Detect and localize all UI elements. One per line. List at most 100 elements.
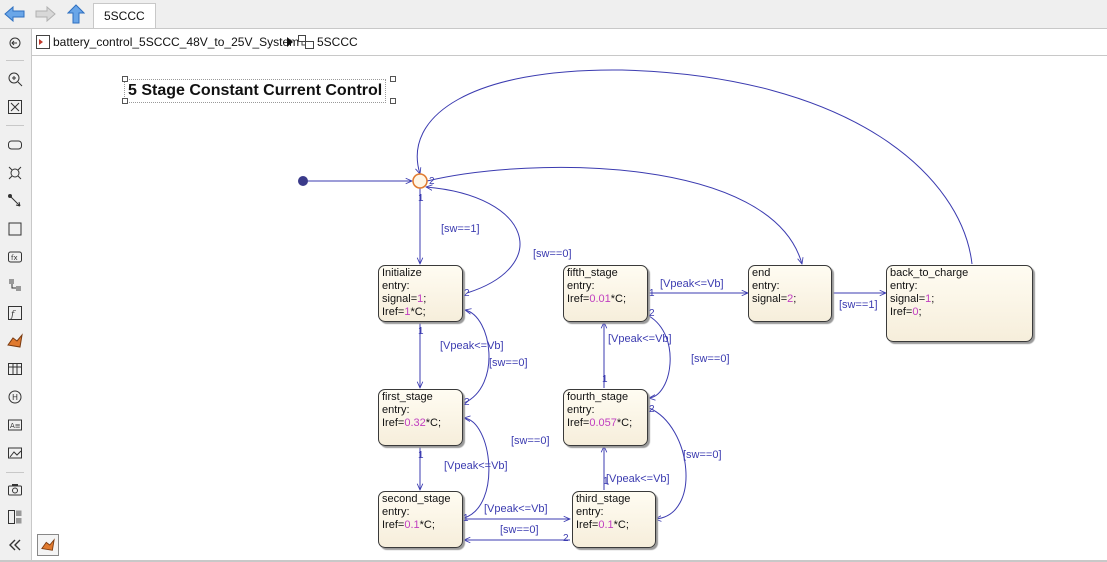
action-value: 0.01 [589,293,611,305]
box-tool-icon[interactable] [5,219,25,239]
top-toolbar: 5SCCC [0,0,1107,29]
svg-text:fx: fx [11,254,18,262]
status-bar [0,560,1107,562]
state-first-stage[interactable]: first_stage entry: Iref=0.32*C; [378,389,463,446]
priority-number: 1 [463,513,469,524]
state-name: back_to_charge [890,267,969,279]
state-entry: entry: [752,280,780,292]
breadcrumb-chart[interactable]: 5SCCC [298,29,358,55]
annotation-icon[interactable]: A≡ [5,415,25,435]
action-text: signal= [890,293,926,305]
transition-label[interactable]: [sw==0] [533,248,572,260]
back-to-junction[interactable] [417,69,973,265]
priority-number: 2 [563,533,569,544]
matlab-icon[interactable] [5,331,25,351]
chart-canvas[interactable]: 5 Stage Constant Current Control Initial… [32,56,1107,560]
action-value: 1 [417,293,424,305]
action-value: 0.32 [404,417,426,429]
action-text: *C; [613,519,629,531]
forward-arrow-icon[interactable] [33,4,57,24]
transition-label[interactable]: [Vpeak<=Vb] [606,473,670,485]
action-text: Iref= [382,306,405,318]
priority-number: 1 [418,193,424,204]
state-name: second_stage [382,493,451,505]
breadcrumb-model[interactable]: battery_control_5SCCC_48V_to_25V_System [36,29,299,55]
transition-label[interactable]: [sw==0] [489,357,528,369]
state-tool-icon[interactable] [5,135,25,155]
zoom-in-icon[interactable] [5,69,25,89]
hide-show-explorer-icon[interactable] [5,33,25,53]
transition-lines [298,69,973,560]
transition-label[interactable]: [sw==0] [511,435,550,447]
model-browser-icon[interactable] [5,507,25,527]
action-text: Iref= [382,519,405,531]
state-third-stage[interactable]: third_stage entry: Iref=0.1*C; [572,491,656,548]
state-back-to-charge[interactable]: back_to_charge entry: signal=1; Iref=0; [886,265,1033,342]
state-name: Initialize [382,267,422,279]
priority-number: 2 [429,176,435,187]
breadcrumb-separator-icon [286,29,294,55]
default-transition-dot[interactable] [298,176,308,186]
state-fourth-stage[interactable]: fourth_stage entry: Iref=0.057*C; [563,389,648,446]
transition-label[interactable]: [sw==0] [683,449,722,461]
action-text: *C; [425,417,442,429]
tab-5sccc[interactable]: 5SCCC [93,3,156,28]
up-arrow-icon[interactable] [64,4,88,24]
matlab-logo-icon[interactable] [37,534,59,556]
breadcrumb-model-label: battery_control_5SCCC_48V_to_25V_System [53,35,300,49]
action-value: 2 [787,293,794,305]
first-to-initialize[interactable] [463,310,490,404]
back-arrow-icon[interactable] [3,4,27,24]
collapse-palette-icon[interactable] [5,535,25,555]
fit-to-view-icon[interactable] [5,97,25,117]
transition-label[interactable]: [Vpeak<=Vb] [660,278,724,290]
priority-number: 2 [649,404,655,415]
action-text: *C; [419,519,435,531]
fifth-to-fourth[interactable] [649,315,671,398]
state-second-stage[interactable]: second_stage entry: Iref=0.1*C; [378,491,463,548]
state-fifth-stage[interactable]: fifth_stage entry: Iref=0.01*C; [563,265,648,322]
transition-label[interactable]: [sw==0] [500,524,539,536]
state-name: end [752,267,771,279]
action-text: *C; [610,293,627,305]
default-transition-icon[interactable] [5,191,25,211]
initialize-to-junction[interactable] [426,187,521,294]
state-initialize[interactable]: Initialize entry: signal=1; Iref=1*C; [378,265,463,322]
simulink-function-icon[interactable]: fx [5,247,25,267]
second-to-first[interactable] [464,418,490,519]
truth-table-icon[interactable] [5,359,25,379]
transition-label[interactable]: [sw==1] [441,223,480,235]
state-entry: entry: [576,506,604,518]
svg-text:f: f [10,310,16,320]
transition-label[interactable]: [Vpeak<=Vb] [484,503,548,515]
action-text: *C; [410,306,426,318]
action-value: 1 [925,293,932,305]
transition-label[interactable]: [sw==1] [839,299,878,311]
state-end[interactable]: end entry: signal=2; [748,265,832,322]
transition-label[interactable]: [sw==0] [691,353,730,365]
simulink-state-icon[interactable] [5,275,25,295]
camera-icon[interactable] [5,479,25,499]
history-junction-icon[interactable]: H [5,387,25,407]
breadcrumb-chart-label: 5SCCC [317,35,358,49]
priority-number: 1 [418,450,424,461]
image-icon[interactable] [5,443,25,463]
connective-junction[interactable] [412,173,428,189]
chart-title[interactable]: 5 Stage Constant Current Control [124,79,387,103]
junction-to-end[interactable] [426,166,802,264]
state-entry: entry: [567,280,595,292]
transition-label[interactable]: [Vpeak<=Vb] [444,460,508,472]
junction-tool-icon[interactable] [5,163,25,183]
transition-label[interactable]: [Vpeak<=Vb] [440,340,504,352]
state-name: fourth_stage [567,391,629,403]
matlab-function-icon[interactable]: f [5,303,25,323]
action-text: ; [918,306,922,318]
fourth-to-third[interactable] [648,407,687,519]
action-text: Iref= [382,417,405,429]
action-text: *C; [616,417,633,429]
chart-icon [298,35,314,49]
svg-text:H: H [12,393,18,402]
transition-label[interactable]: [Vpeak<=Vb] [608,333,672,345]
state-name: third_stage [576,493,631,505]
action-text: ; [423,293,427,305]
